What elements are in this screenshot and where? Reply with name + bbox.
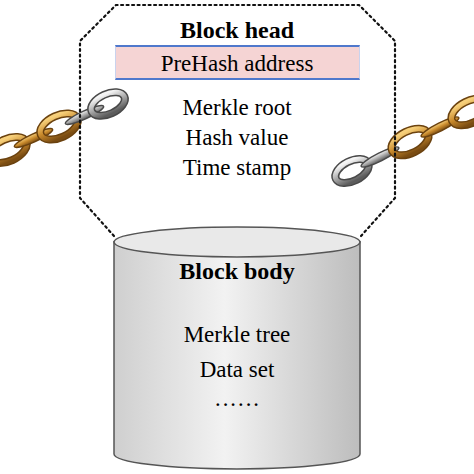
chain-link [331,154,372,188]
field-text: Time stamp [80,154,395,182]
field-text: Merkle tree [113,321,361,349]
chain-link [36,108,82,145]
block-head: Block headMerkle rootHash valueTime stam… [80,5,395,240]
heading-text: Block head [80,16,395,44]
field-text: Merkle root [80,94,395,122]
field-text: ······ [113,391,361,419]
block-body: Block bodyMerkle treeData set ······ [113,226,361,470]
chain-link [87,87,128,120]
chain-link [447,93,474,131]
chain-link [36,108,82,145]
chain-link [36,108,82,145]
cylinder-body [114,241,360,469]
chain-link [331,154,372,188]
dotted-outline [80,5,395,236]
heading-text: Block body [113,257,361,285]
chain-link [87,87,128,120]
field-text: PreHash address [116,50,359,78]
prehash-box: PreHash address [115,45,360,80]
chain-link [447,93,474,131]
field-text: Data set [113,356,361,384]
chain-link [447,93,474,131]
field-text: Hash value [80,124,395,152]
chain-link [87,87,128,120]
chain-link [331,154,372,188]
cylinder-top [114,227,360,257]
